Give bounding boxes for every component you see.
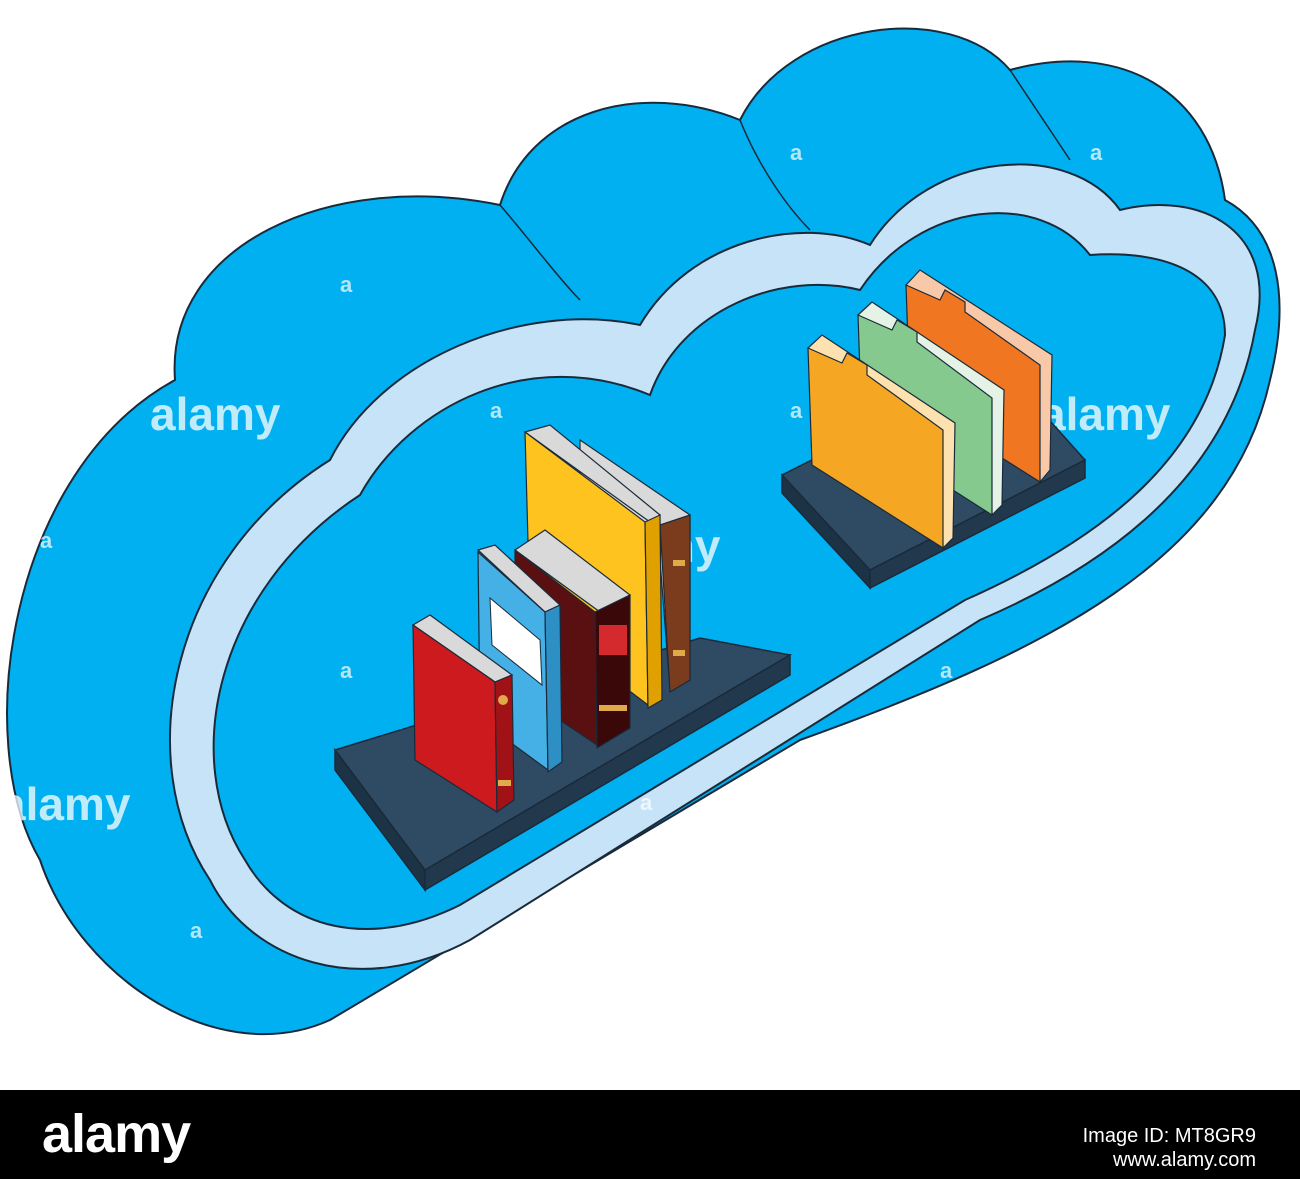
watermark-text: alamy bbox=[890, 0, 1021, 34]
stock-footer-bar: alamy Image ID: MT8GR9 www.alamy.com bbox=[0, 1090, 1300, 1179]
watermark-mark: a bbox=[340, 272, 353, 297]
alamy-logo: alamy bbox=[42, 1104, 191, 1164]
watermark-text: alamy bbox=[150, 388, 281, 440]
watermark-mark: a bbox=[790, 1048, 803, 1073]
watermark-mark: a bbox=[340, 658, 353, 683]
cloud-storage-illustration: alamy alamy alamy alamy alamy a a a a a … bbox=[0, 0, 1281, 1073]
cloud-ridge-line bbox=[1009, 69, 1071, 161]
watermark-mark: a bbox=[490, 918, 503, 943]
red-book-icon bbox=[411, 614, 515, 814]
watermark-text: alamy bbox=[1040, 388, 1171, 440]
image-url: www.alamy.com bbox=[1113, 1149, 1256, 1171]
image-id-label: Image ID: MT8GR9 bbox=[1082, 1125, 1256, 1147]
watermark-mark: a bbox=[940, 658, 953, 683]
watermark-mark: a bbox=[340, 1048, 353, 1073]
watermark-mark: a bbox=[1090, 140, 1103, 165]
watermark-mark: a bbox=[40, 528, 53, 553]
yellow-folder-icon bbox=[807, 334, 956, 550]
watermark-mark: a bbox=[640, 790, 653, 815]
cloud-ridge-line bbox=[499, 204, 581, 301]
watermark-mark: a bbox=[490, 398, 503, 423]
watermark-mark: a bbox=[190, 918, 203, 943]
watermark-mark: a bbox=[790, 398, 803, 423]
cloud-ridge-line bbox=[739, 119, 811, 231]
watermark-mark: a bbox=[790, 140, 803, 165]
watermark-text: alamy bbox=[0, 778, 131, 830]
image-id-block: Image ID: MT8GR9 www.alamy.com bbox=[1083, 1124, 1256, 1172]
